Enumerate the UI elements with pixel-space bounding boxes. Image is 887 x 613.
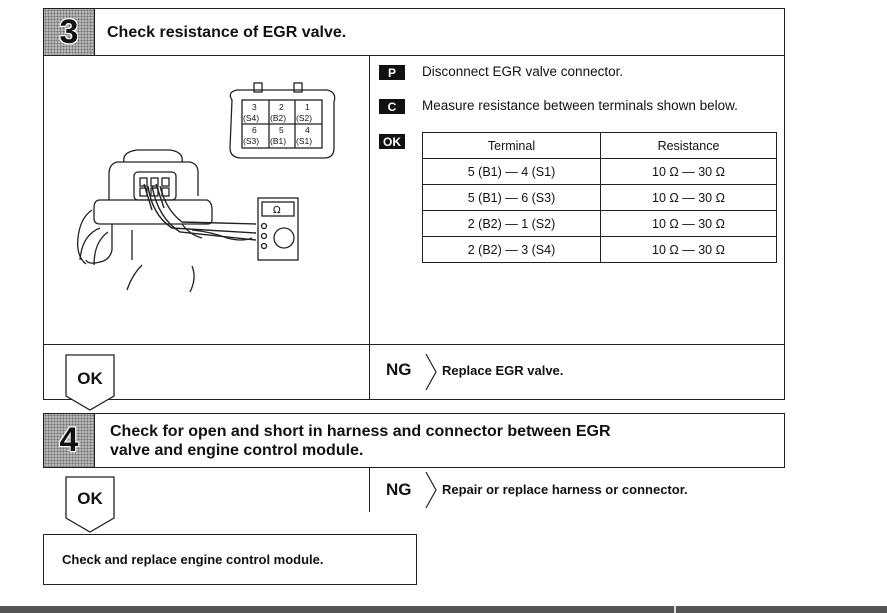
step3-number: 3 bbox=[44, 9, 95, 55]
pin-5-code: (B1) bbox=[270, 136, 286, 146]
pin-2-code: (B2) bbox=[270, 113, 286, 123]
step3-ng-text: Replace EGR valve. bbox=[442, 363, 564, 378]
table-row: 5 (B1) — 6 (S3) 10 Ω — 30 Ω bbox=[422, 184, 777, 211]
resistance-cell: 10 Ω — 30 Ω bbox=[600, 158, 777, 185]
pin-1-label: 1 bbox=[305, 102, 310, 112]
instruction-disconnect: Disconnect EGR valve connector. bbox=[422, 64, 624, 79]
ohm-meter bbox=[257, 197, 299, 261]
resistance-cell: 10 Ω — 30 Ω bbox=[600, 210, 777, 237]
terminal-cell: 2 (B2) — 3 (S4) bbox=[422, 236, 601, 263]
pin-1-code: (S2) bbox=[296, 113, 312, 123]
terminal-cell: 2 (B2) — 1 (S2) bbox=[422, 210, 601, 237]
table-header-row: Terminal Resistance bbox=[422, 132, 777, 159]
step3-result-divider bbox=[43, 344, 785, 345]
step3-ok-arrow-box bbox=[65, 354, 115, 411]
step3-divider bbox=[369, 56, 370, 400]
step4-title-line2: valve and engine control module. bbox=[110, 442, 364, 459]
header-terminal: Terminal bbox=[422, 132, 601, 159]
instruction-measure: Measure resistance between terminals sho… bbox=[422, 98, 738, 113]
header-resistance: Resistance bbox=[600, 132, 777, 159]
step4-ng-arrow-icon bbox=[425, 471, 437, 509]
pin-3-label: 3 bbox=[252, 102, 257, 112]
table-row: 5 (B1) — 4 (S1) 10 Ω — 30 Ω bbox=[422, 158, 777, 185]
connector-diagram bbox=[229, 82, 336, 159]
step3-ok-label: OK bbox=[77, 369, 103, 388]
table-row: 2 (B2) — 1 (S2) 10 Ω — 30 Ω bbox=[422, 210, 777, 237]
tag-ok: OK bbox=[379, 134, 405, 149]
tag-c: C bbox=[379, 99, 405, 114]
final-action-box bbox=[43, 534, 417, 585]
step4-title-line1: Check for open and short in harness and … bbox=[110, 423, 611, 440]
step4-ok-arrow-box bbox=[65, 476, 115, 533]
pin-6-code: (S3) bbox=[243, 136, 259, 146]
bottom-bar-divider bbox=[674, 606, 676, 613]
egr-valve-illustration: 3 2 1 (S4) (B2) (S2) 6 5 4 (S3) (B1) (S1… bbox=[77, 82, 336, 293]
terminal-cell: 5 (B1) — 4 (S1) bbox=[422, 158, 601, 185]
step4-ng-text: Repair or replace harness or connector. bbox=[442, 482, 688, 497]
egr-valve-body bbox=[77, 149, 253, 293]
step3-title: Check resistance of EGR valve. bbox=[107, 24, 347, 41]
final-action-text: Check and replace engine control module. bbox=[62, 552, 324, 567]
pin-6-label: 6 bbox=[252, 125, 257, 135]
step3-ng-label: NG bbox=[386, 360, 412, 379]
pin-5-label: 5 bbox=[279, 125, 284, 135]
step4-ng-label: NG bbox=[386, 480, 412, 499]
pin-4-code: (S1) bbox=[296, 136, 312, 146]
step3-ng-arrow-icon bbox=[425, 353, 437, 391]
bottom-bar bbox=[0, 606, 887, 613]
pin-3-code: (S4) bbox=[243, 113, 259, 123]
pin-4-label: 4 bbox=[305, 125, 310, 135]
terminal-cell: 5 (B1) — 6 (S3) bbox=[422, 184, 601, 211]
step4-result-divider bbox=[369, 468, 370, 512]
step4-ok-label: OK bbox=[77, 489, 103, 508]
step4-number: 4 bbox=[44, 414, 95, 467]
resistance-table: Terminal Resistance 5 (B1) — 4 (S1) 10 Ω… bbox=[422, 132, 777, 263]
meter-ohm-symbol: Ω bbox=[273, 205, 281, 216]
step4-panel bbox=[43, 413, 785, 468]
resistance-cell: 10 Ω — 30 Ω bbox=[600, 236, 777, 263]
table-row: 2 (B2) — 3 (S4) 10 Ω — 30 Ω bbox=[422, 236, 777, 263]
tag-p: P bbox=[379, 65, 405, 80]
pin-2-label: 2 bbox=[279, 102, 284, 112]
resistance-cell: 10 Ω — 30 Ω bbox=[600, 184, 777, 211]
step3-header bbox=[43, 8, 785, 56]
probe-leads bbox=[143, 183, 257, 241]
